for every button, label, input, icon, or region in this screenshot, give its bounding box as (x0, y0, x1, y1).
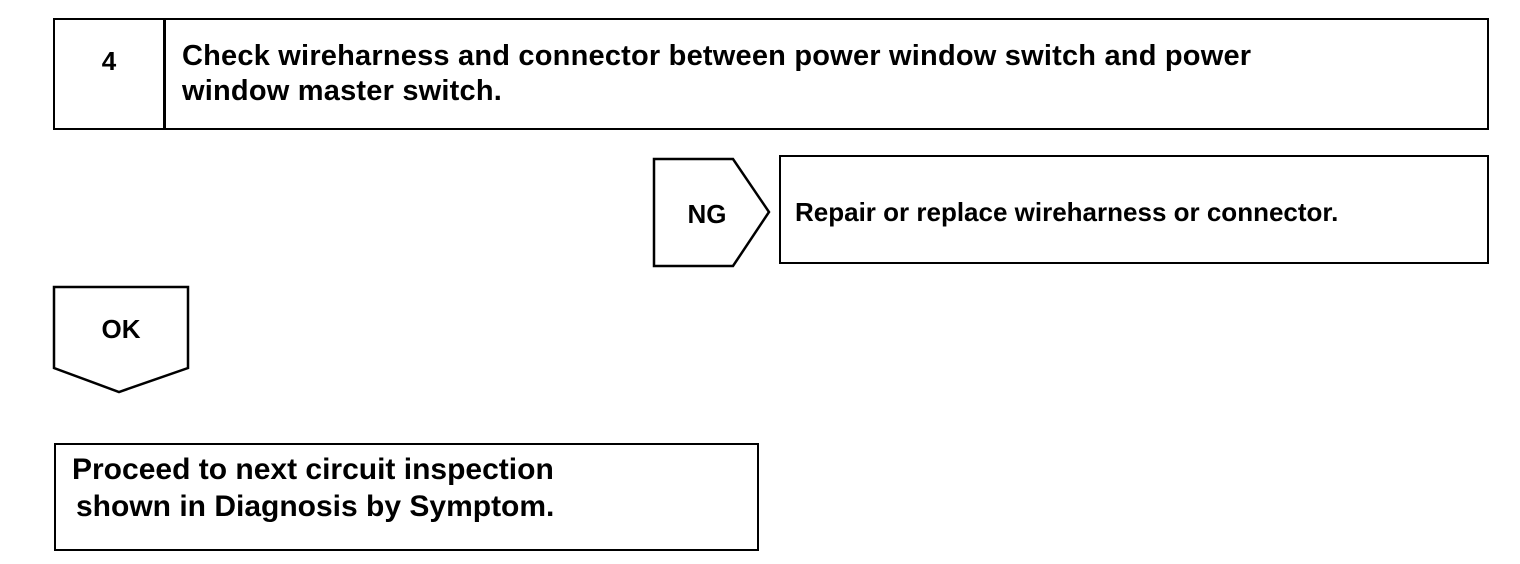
result-box (54, 443, 759, 551)
step-divider (163, 18, 166, 130)
step-title-line1: Check wireharness and connector between … (182, 40, 1252, 72)
ng-label: NG (687, 199, 727, 229)
result-line2: shown in Diagnosis by Symptom. (76, 490, 555, 523)
step-number: 4 (101, 46, 117, 76)
result-line1: Proceed to next circuit inspection (72, 453, 554, 486)
step-box (53, 18, 1489, 130)
ng-action-box (779, 155, 1489, 264)
ng-action-text: Repair or replace wireharness or connect… (795, 197, 1339, 227)
ok-label: OK (101, 314, 141, 344)
step-title-line2: window master switch. (182, 75, 503, 107)
